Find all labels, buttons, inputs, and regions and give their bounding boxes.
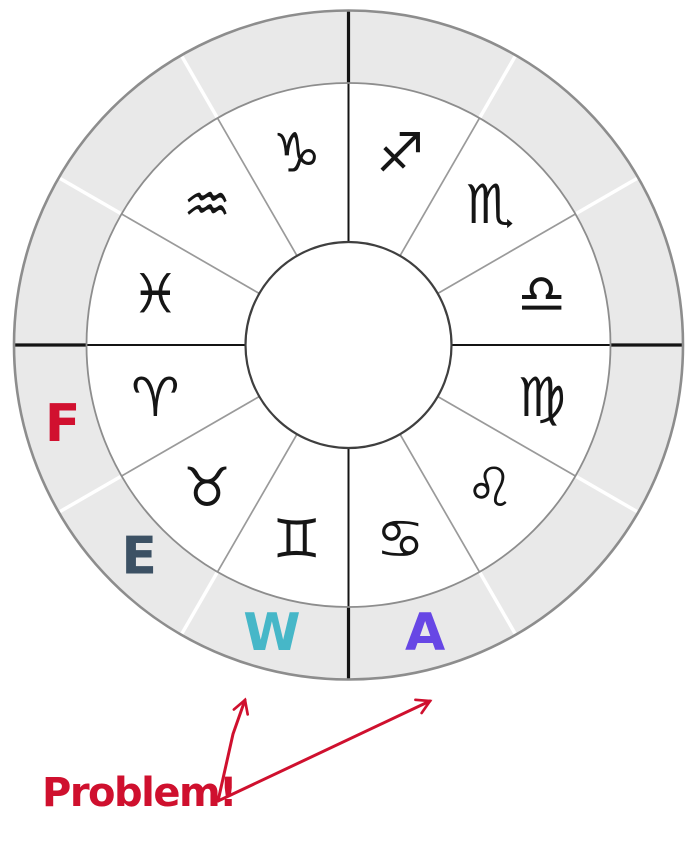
sign-divider — [437, 395, 576, 477]
sign-glyph-cancer: ♋ — [376, 508, 424, 571]
annotation-text: Problem! — [42, 770, 236, 816]
outer-ring-divider — [574, 176, 639, 216]
outer-ring-divider — [180, 55, 220, 119]
sign-divider — [121, 213, 260, 295]
outer-ring-edge — [12, 9, 685, 681]
element-label-e: E — [121, 527, 157, 587]
sign-glyph-libra: ♎ — [517, 263, 565, 326]
outer-ring-divider — [58, 474, 123, 514]
sign-glyph-taurus: ♉ — [183, 456, 231, 519]
sign-glyph-virgo: ♍ — [517, 366, 565, 429]
sign-glyph-leo: ♌ — [466, 456, 514, 519]
outer-ring-divider — [58, 176, 123, 216]
sign-divider — [216, 117, 298, 257]
annotation-arrow — [216, 697, 250, 803]
annotation-arrow — [216, 698, 433, 803]
sign-glyph-capricorn: ♑ — [273, 121, 321, 184]
outer-ring-divider — [180, 571, 220, 635]
sign-glyph-scorpio: ♏ — [466, 173, 514, 236]
sign-glyph-gemini: ♊ — [273, 508, 321, 571]
ring-boundary — [85, 82, 612, 608]
sign-divider — [437, 213, 576, 295]
outer-ring-divider — [574, 474, 639, 514]
sign-glyph-aquarius: ♒ — [183, 173, 231, 236]
annotation-group: Problem! — [42, 697, 433, 816]
sign-divider — [399, 433, 481, 573]
sign-glyph-pisces: ♓ — [131, 263, 179, 326]
element-label-a: A — [405, 603, 445, 663]
sign-divider — [399, 117, 481, 257]
element-label-f: F — [45, 394, 81, 454]
outer-ring-divider — [477, 571, 517, 635]
element-label-w: W — [243, 603, 300, 663]
sign-glyph-sagittarius: ♐ — [376, 121, 424, 184]
sign-glyph-aries: ♈ — [131, 366, 179, 429]
outer-ring-divider — [477, 55, 517, 119]
sign-divider — [121, 395, 260, 477]
sign-divider — [216, 433, 298, 573]
wheel-group: ♑ ♐ ♏♎ ♍♌ ♋ ♊ ♉♈ ♓♒ F E W A — [12, 9, 685, 681]
hub-circle — [244, 240, 453, 450]
